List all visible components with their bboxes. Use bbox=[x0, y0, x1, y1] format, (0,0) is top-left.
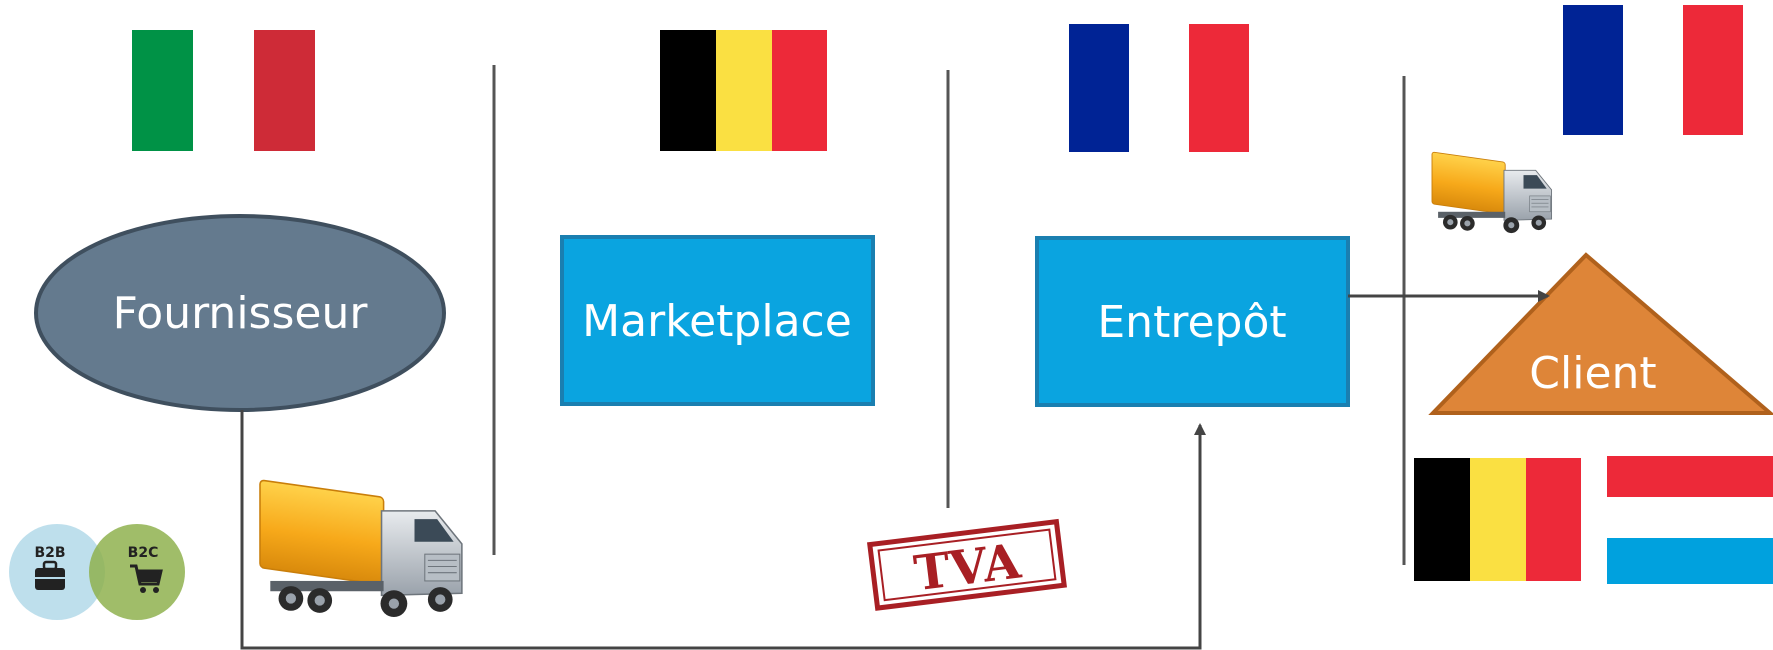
delivery-truck-icon bbox=[259, 479, 463, 618]
briefcase-icon bbox=[35, 560, 65, 590]
vat-stamp-label: TVA bbox=[911, 533, 1024, 602]
b2b-label: B2B bbox=[34, 545, 65, 561]
supplier-label: Fournisseur bbox=[113, 288, 369, 339]
warehouse-node: Entrepôt bbox=[1035, 236, 1350, 407]
supplier-node: Fournisseur bbox=[34, 214, 446, 412]
flag-belgium bbox=[660, 30, 827, 151]
shopping-cart-icon bbox=[130, 564, 163, 593]
flag-france bbox=[1069, 24, 1249, 152]
flag-france-client bbox=[1563, 5, 1743, 135]
flag-italy bbox=[132, 30, 315, 151]
b2c-label: B2C bbox=[128, 545, 159, 561]
supplier-to-warehouse-connector bbox=[240, 410, 1206, 650]
b2b-b2c-badge: B2B B2C bbox=[9, 524, 185, 620]
marketplace-label: Marketplace bbox=[582, 296, 852, 347]
vat-stamp: TVA bbox=[867, 518, 1067, 611]
warehouse-label: Entrepôt bbox=[1097, 297, 1286, 348]
flag-belgium-client bbox=[1414, 458, 1581, 581]
flag-luxembourg bbox=[1607, 456, 1773, 584]
marketplace-node: Marketplace bbox=[560, 235, 875, 406]
delivery-truck-icon bbox=[1431, 151, 1553, 234]
client-label: Client bbox=[1529, 348, 1656, 399]
client-node: Client bbox=[1428, 252, 1773, 415]
